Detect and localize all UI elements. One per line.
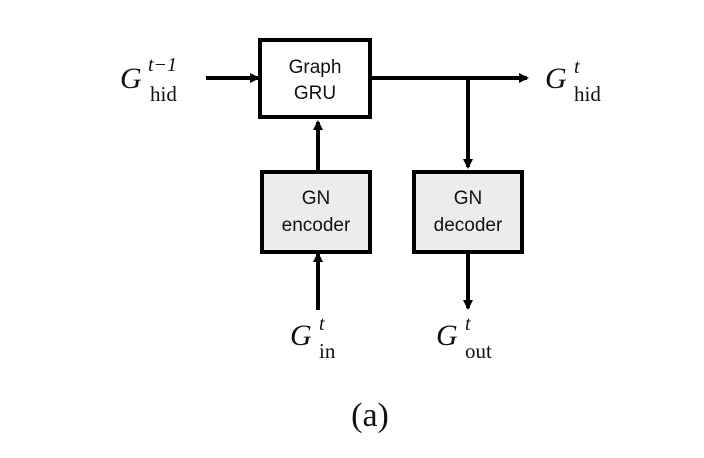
- hidden-next-base: G: [545, 62, 567, 95]
- input-sup: t: [319, 313, 325, 335]
- graph-gru-label-line1: Graph: [289, 57, 342, 78]
- figure-caption: (a): [351, 397, 389, 434]
- hidden-next-sub: hid: [574, 82, 601, 106]
- input-term: G t in: [290, 313, 336, 363]
- input-sub: in: [319, 339, 336, 363]
- hidden-prev-term: G t−1 hid: [120, 54, 177, 106]
- graph-gru-node: Graph GRU: [258, 38, 372, 119]
- output-sup: t: [465, 313, 471, 335]
- output-term: G t out: [436, 313, 492, 363]
- hidden-next-sup: t: [574, 56, 580, 78]
- output-sub: out: [465, 339, 492, 363]
- gn-encoder-node: GN encoder: [260, 170, 372, 254]
- hidden-prev-base: G: [120, 62, 142, 95]
- input-base: G: [290, 319, 312, 352]
- hidden-next-term: G t hid: [545, 56, 601, 106]
- gn-encoder-label-line1: GN: [302, 188, 331, 209]
- graph-gru-label-line2: GRU: [294, 83, 336, 104]
- hidden-prev-sup: t−1: [148, 54, 177, 76]
- hidden-prev-sub: hid: [150, 82, 177, 106]
- output-base: G: [436, 319, 458, 352]
- gn-encoder-label-line2: encoder: [282, 215, 351, 236]
- gn-decoder-node: GN decoder: [412, 170, 524, 254]
- gn-decoder-label-line2: decoder: [434, 215, 503, 236]
- gn-decoder-label-line1: GN: [454, 188, 483, 209]
